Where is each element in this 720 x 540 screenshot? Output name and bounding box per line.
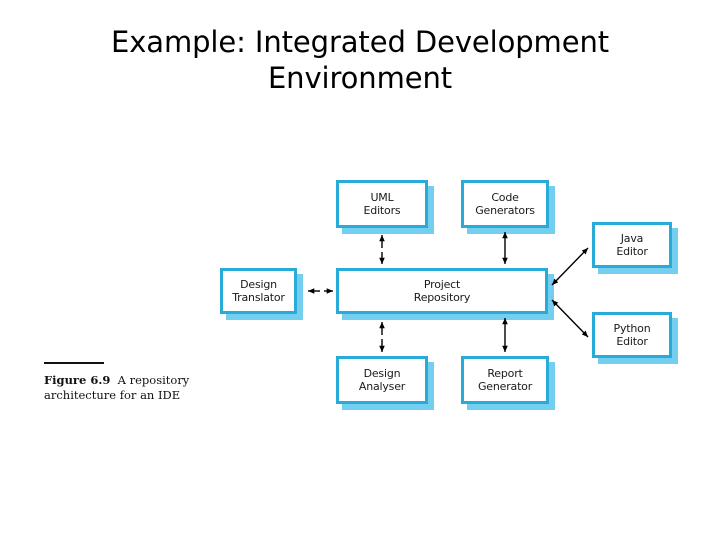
node-project-repository[interactable]: Project Repository (336, 268, 548, 314)
page-title: Example: Integrated Development Environm… (110, 25, 609, 95)
node-uml-editors[interactable]: UML Editors (336, 180, 428, 228)
node-code-generators[interactable]: Code Generators (461, 180, 549, 228)
node-label-code-generators: Code Generators (475, 190, 535, 218)
caption-text: Figure 6.9 A repository architecture for… (44, 373, 259, 403)
node-label-uml-editors: UML Editors (363, 190, 401, 218)
node-label-project-repository: Project Repository (413, 277, 471, 305)
node-design-translator[interactable]: Design Translator (220, 268, 297, 314)
node-label-java-editor: Java Editor (616, 231, 648, 259)
caption-rule (44, 362, 104, 364)
node-label-report-generator: Report Generator (477, 366, 533, 394)
node-label-python-editor: Python Editor (613, 321, 651, 349)
arrow-repository-to-python-editor (551, 299, 589, 338)
caption-figure-description: A repository architecture for an IDE (44, 373, 190, 402)
node-design-analyser[interactable]: Design Analyser (336, 356, 428, 404)
node-java-editor[interactable]: Java Editor (592, 222, 672, 268)
node-label-design-analyser: Design Analyser (358, 366, 406, 394)
node-report-generator[interactable]: Report Generator (461, 356, 549, 404)
caption-figure-text (110, 373, 117, 387)
caption-figure-number: Figure 6.9 (44, 373, 111, 387)
arrow-repository-to-java-editor (551, 247, 589, 286)
node-python-editor[interactable]: Python Editor (592, 312, 672, 358)
figure-caption: Figure 6.9 A repository architecture for… (44, 362, 259, 403)
node-label-design-translator: Design Translator (232, 277, 285, 305)
